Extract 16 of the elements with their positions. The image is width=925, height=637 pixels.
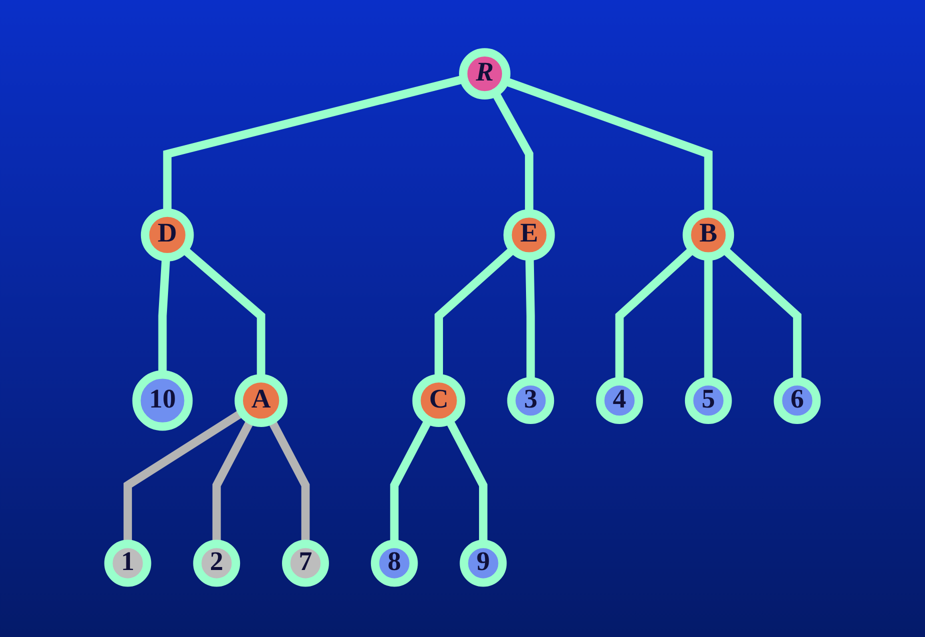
- node-circle: 5: [684, 377, 732, 424]
- node-circle: 1: [104, 540, 152, 587]
- node-circle: 4: [596, 377, 643, 424]
- node-circle: 7: [282, 540, 329, 587]
- node-circle: B: [682, 209, 734, 261]
- node-circle: 9: [460, 540, 507, 587]
- node-circle: R: [459, 48, 510, 100]
- node-circle: 10: [132, 370, 193, 431]
- node-circle: 6: [774, 377, 821, 424]
- node-circle: C: [412, 374, 466, 428]
- node-circle: E: [503, 209, 555, 261]
- node-circle: 3: [507, 377, 554, 424]
- node-circle: 2: [193, 540, 240, 587]
- node-circle: D: [140, 208, 194, 262]
- node-circle: A: [234, 374, 288, 428]
- node-circle: 8: [370, 540, 418, 587]
